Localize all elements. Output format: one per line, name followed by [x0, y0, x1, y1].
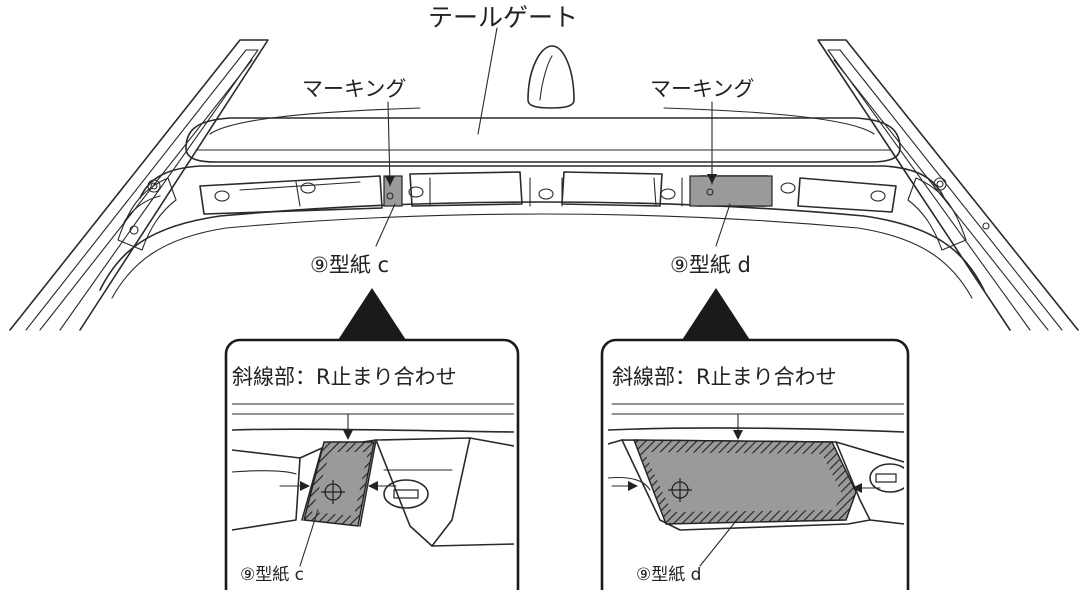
detail-right-heading: 斜線部：R止まり合わせ	[612, 365, 837, 389]
panel-clips	[214, 177, 886, 207]
callout-pointer-right	[682, 288, 750, 340]
detail-box-left: 斜線部：R止まり合わせ	[224, 338, 520, 590]
template-d-patch	[689, 175, 773, 207]
vehicle-overview	[9, 27, 1079, 331]
template-c-label: ⑨型紙 c	[310, 253, 389, 277]
detail-left-heading: 斜線部：R止まり合わせ	[232, 365, 457, 389]
callout-pointer-left	[338, 288, 406, 340]
template-c-patch	[383, 175, 403, 207]
detail-left-template-label: ⑨型紙 c	[240, 565, 304, 585]
template-d-label: ⑨型紙 d	[670, 253, 751, 277]
tailgate-label: テールゲート	[428, 3, 578, 32]
marking-label-right: マーキング	[650, 77, 754, 101]
tailgate-leader	[477, 27, 498, 135]
detail-right-template-label: ⑨型紙 d	[636, 565, 701, 585]
marking-label-left: マーキング	[302, 77, 406, 101]
detail-box-right: 斜線部：R止まり合わせ	[600, 338, 910, 590]
